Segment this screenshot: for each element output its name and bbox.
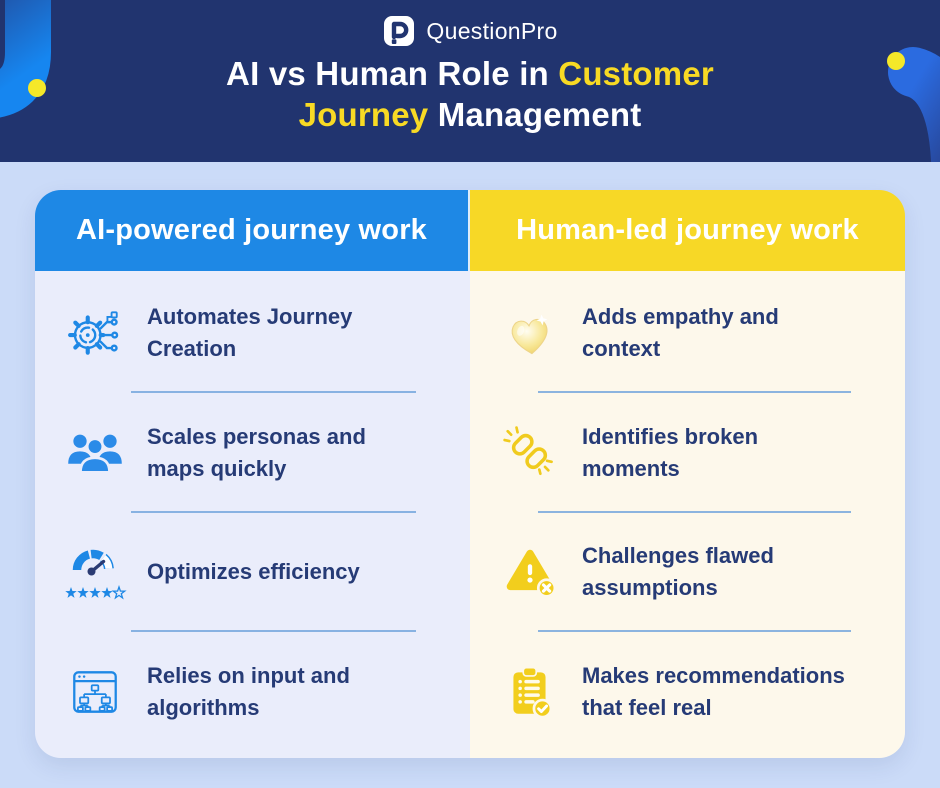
list-item: Challenges flawed assumptions — [498, 513, 879, 633]
row-divider — [538, 510, 851, 513]
list-item: Makes recommendations that feel real — [498, 632, 879, 752]
personas-group-icon — [63, 427, 127, 479]
warning-error-icon — [498, 543, 562, 601]
row-divider — [131, 630, 416, 633]
header-banner: QuestionPro AI vs Human Role in Customer… — [0, 0, 940, 162]
brand-logo: QuestionPro — [0, 0, 940, 48]
list-item: Relies on input and algorithms — [63, 632, 444, 752]
list-item: Identifies broken moments — [498, 393, 879, 513]
column-body-human: Adds empathy and context Identifies brok… — [470, 271, 905, 758]
list-item: Scales personas and maps quickly — [63, 393, 444, 513]
heart-icon — [498, 306, 562, 360]
list-item: Automates Journey Creation — [63, 273, 444, 393]
algorithm-flowchart-icon — [63, 663, 127, 721]
list-item: Optimizes efficiency — [63, 513, 444, 633]
yellow-dot-left — [28, 79, 46, 97]
column-header-human: Human-led journey work — [470, 190, 905, 271]
row-divider — [131, 510, 416, 513]
brand-name: QuestionPro — [426, 17, 558, 44]
broken-chain-icon — [498, 424, 562, 482]
item-label: Adds empathy and context — [582, 303, 779, 361]
item-label: Automates Journey Creation — [147, 303, 353, 361]
item-label: Scales personas and maps quickly — [147, 423, 366, 481]
title-line-2: Journey Management — [298, 96, 642, 133]
item-label: Challenges flawed assumptions — [582, 543, 774, 601]
ai-automation-gear-icon — [63, 304, 127, 362]
item-label: Relies on input and algorithms — [147, 663, 350, 721]
clipboard-check-icon — [498, 663, 562, 721]
corner-curve-left-decoration — [0, 0, 51, 118]
list-item: Adds empathy and context — [498, 273, 879, 393]
column-body-ai: Automates Journey Creation — [35, 271, 470, 758]
item-label: Makes recommendations that feel real — [582, 663, 845, 721]
title-line-1: AI vs Human Role in Customer — [226, 55, 714, 92]
star-rating — [65, 586, 126, 599]
corner-curve-right-decoration — [887, 47, 940, 162]
page-title: AI vs Human Role in Customer Journey Man… — [0, 53, 940, 135]
comparison-card: AI-powered journey work — [35, 190, 905, 758]
questionpro-logo-icon — [384, 16, 415, 46]
row-divider — [538, 630, 851, 633]
column-header-ai: AI-powered journey work — [35, 190, 470, 271]
item-label: Optimizes efficiency — [147, 559, 360, 585]
row-divider — [538, 390, 851, 393]
yellow-dot-right — [887, 52, 905, 70]
item-label: Identifies broken moments — [582, 423, 759, 481]
row-divider — [131, 390, 416, 393]
column-ai-powered: AI-powered journey work — [35, 190, 470, 758]
column-human-led: Human-led journey work — [470, 190, 905, 758]
efficiency-gauge-icon — [63, 543, 127, 601]
